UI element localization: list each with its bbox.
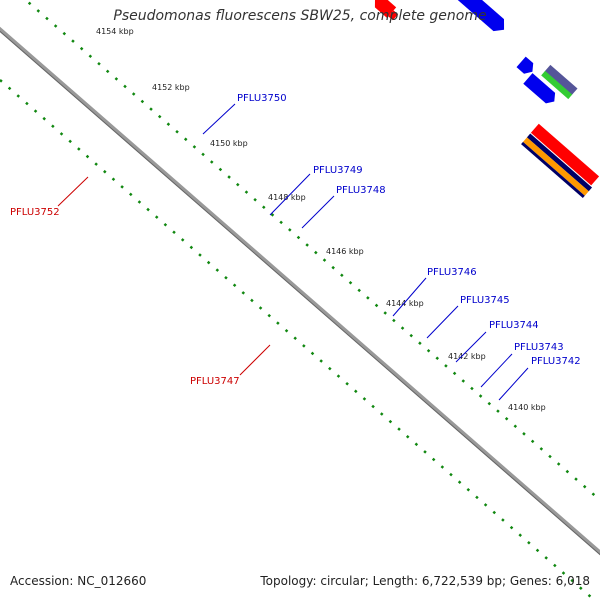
genome-title: Pseudomonas fluorescens SBW25, complete … <box>113 8 487 24</box>
gene-arrow-forward <box>516 56 534 74</box>
kbp-tick-label: 4144 kbp <box>386 299 424 308</box>
gene-label-pflu3746: PFLU3746 <box>427 267 477 278</box>
kbp-tick-label: 4146 kbp <box>326 247 364 256</box>
gene-block-pflu3747-navy <box>526 133 593 192</box>
gene-block-pflu3747-navy-2 <box>521 141 585 199</box>
inner-tick-axis <box>0 79 597 600</box>
gene-arrow-forward <box>523 73 556 104</box>
kbp-tick-label: 4152 kbp <box>152 83 190 92</box>
outer-tick-axis <box>23 0 600 501</box>
kbp-tick-label: 4150 kbp <box>210 139 248 148</box>
gene-block-pflu3747-orange <box>523 137 589 196</box>
kbp-tick-label: 4154 kbp <box>96 27 134 36</box>
gene-block-pflu3749 <box>544 64 578 96</box>
accession-label: Accession: NC_012660 <box>10 574 147 588</box>
kbp-tick-label: 4142 kbp <box>448 352 486 361</box>
gene-label-pflu3743: PFLU3743 <box>514 342 564 353</box>
gene-label-pflu3748: PFLU3748 <box>336 185 386 196</box>
gene-block-pflu3747-red <box>530 123 600 186</box>
gene-label-pflu3747: PFLU3747 <box>190 376 240 387</box>
label-leader-line <box>455 331 487 363</box>
label-leader-line <box>426 305 459 339</box>
gene-label-pflu3749: PFLU3749 <box>313 165 363 176</box>
gene-label-pflu3745: PFLU3745 <box>460 295 510 306</box>
genome-backbone <box>0 26 600 556</box>
genome-backbone-shadow <box>0 30 600 556</box>
gene-arrow-reverse <box>374 0 397 18</box>
label-leader-line <box>301 195 335 229</box>
gene-label-pflu3744: PFLU3744 <box>489 320 539 331</box>
gene-arrow-reverse <box>388 10 399 21</box>
gene-label-pflu3752: PFLU3752 <box>10 207 60 218</box>
gene-block-pflu3748 <box>541 70 573 100</box>
label-leader-line <box>202 103 236 135</box>
gene-label-pflu3750: PFLU3750 <box>237 93 287 104</box>
kbp-tick-label: 4140 kbp <box>508 403 546 412</box>
gene-label-pflu3742: PFLU3742 <box>531 356 581 367</box>
label-leader-line <box>239 344 271 376</box>
label-leader-line <box>392 277 427 317</box>
label-leader-line <box>57 176 89 207</box>
gene-arrow-pflu3750 <box>433 0 505 32</box>
label-leader-line <box>498 367 529 401</box>
label-leader-line <box>269 173 311 216</box>
genome-summary: Topology: circular; Length: 6,722,539 bp… <box>260 574 590 588</box>
label-leader-line <box>480 353 513 388</box>
